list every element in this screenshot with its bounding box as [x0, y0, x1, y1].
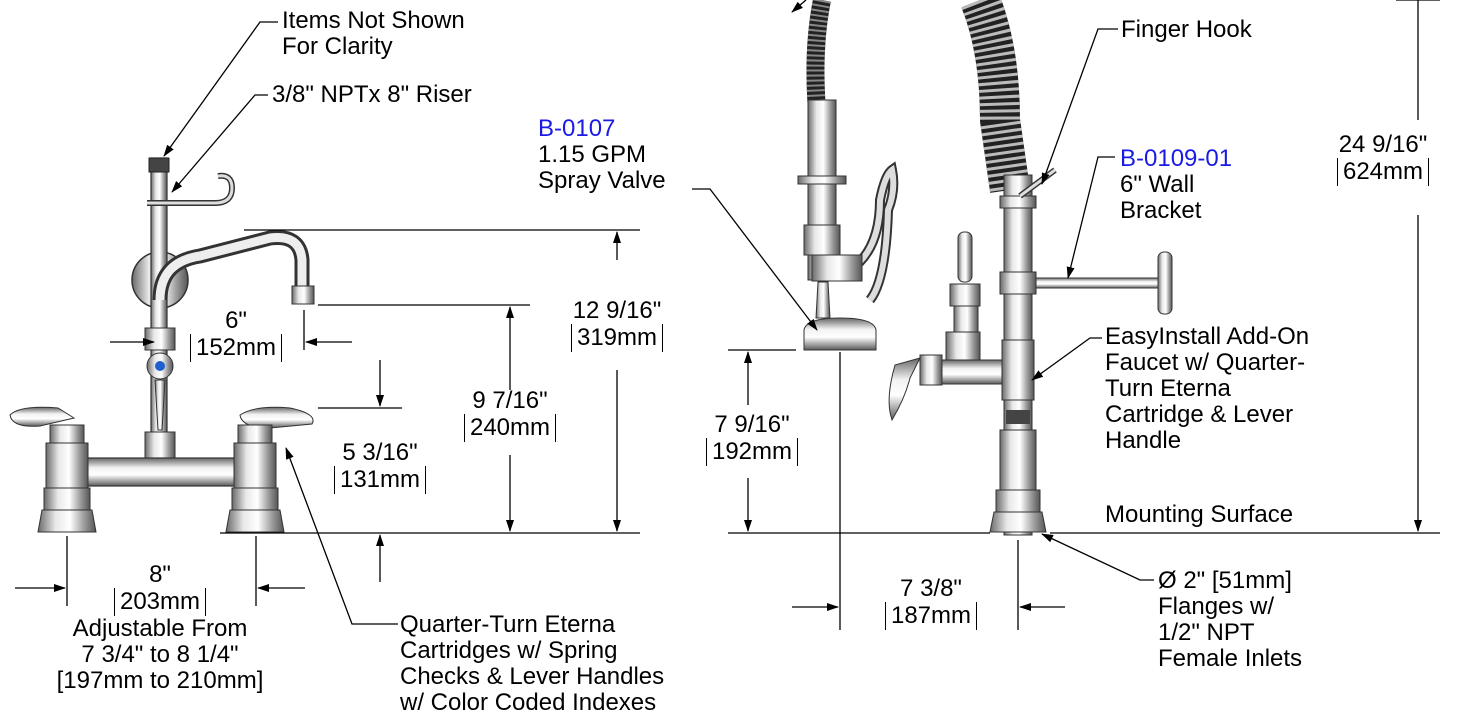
dimension-lines	[15, 0, 1440, 630]
add-on-faucet-line-1: EasyInstall Add-On	[1105, 323, 1310, 350]
dim-spray-height-in: 7 9/16"	[714, 411, 790, 438]
spray-valve-line-2: Spray Valve	[538, 167, 666, 194]
items-not-shown-label: Items Not Shown For Clarity	[282, 8, 465, 60]
cartridges-line-1: Quarter-Turn Eterna	[400, 611, 616, 638]
add-on-faucet-line-3: Turn Eterna	[1105, 375, 1231, 402]
cartridges-line-4: w/ Color Coded Indexes	[400, 689, 657, 716]
dim-outlet-height: 9 7/16" 240mm	[448, 388, 572, 442]
finger-hook-label: Finger Hook	[1121, 16, 1252, 43]
spray-valve-label: B-0107 1.15 GPM Spray Valve	[538, 116, 666, 194]
mounting-surface-label: Mounting Surface	[1105, 501, 1294, 528]
dim-outlet-height-mm: 240mm	[463, 414, 557, 442]
dim-spray-height-mm: 192mm	[705, 438, 799, 466]
dim-adjustable-line-1: Adjustable From	[72, 615, 248, 642]
dim-outlet-height-in: 9 7/16"	[472, 387, 548, 414]
dim-adjustable-line-3: [197mm to 210mm]	[56, 667, 264, 694]
add-on-faucet-line-4: Cartridge & Lever	[1105, 401, 1294, 428]
dim-spout-height: 12 9/16" 319mm	[552, 298, 682, 352]
pre-rinse-unit	[797, 0, 1173, 536]
wall-bracket-line-1: 6" Wall	[1120, 171, 1195, 198]
dim-overall-height: 24 9/16" 624mm	[1318, 132, 1448, 186]
dim-adjustable-line-2: 7 3/4" to 8 1/4"	[81, 641, 239, 668]
flanges-label: Ø 2" [51mm] Flanges w/ 1/2" NPT Female I…	[1158, 568, 1302, 672]
wall-bracket-part-number: B-0109-01	[1120, 145, 1233, 172]
add-on-faucet-line-2: Faucet w/ Quarter-	[1105, 349, 1306, 376]
cartridges-line-2: Cartridges w/ Spring	[400, 637, 618, 664]
dim-spray-height: 7 9/16" 192mm	[690, 412, 814, 466]
dim-spout-height-in: 12 9/16"	[572, 297, 662, 324]
dim-spray-reach: 7 3/8" 187mm	[866, 576, 996, 630]
dim-overall-height-in: 24 9/16"	[1338, 131, 1428, 158]
dim-centers-mm: 203mm	[113, 588, 207, 616]
dim-centers-in: 8"	[149, 561, 171, 588]
wall-bracket-line-2: Bracket	[1120, 197, 1202, 224]
items-not-shown-line-1: Items Not Shown	[282, 7, 465, 34]
leader-lines	[163, 0, 1154, 625]
dim-handle-height-mm: 131mm	[333, 466, 427, 494]
deck-mount-faucet	[9, 157, 315, 533]
dim-centers: 8" 203mm Adjustable From 7 3/4" to 8 1/4…	[30, 562, 290, 694]
flanges-line-3: 1/2" NPT	[1158, 619, 1255, 646]
dim-spray-reach-in: 7 3/8"	[900, 575, 962, 602]
dim-spout-reach-in: 6"	[225, 307, 247, 334]
spray-valve-line-1: 1.15 GPM	[538, 141, 647, 168]
items-not-shown-line-2: For Clarity	[282, 33, 393, 60]
dim-handle-height-in: 5 3/16"	[342, 439, 418, 466]
dim-overall-height-mm: 624mm	[1336, 158, 1430, 186]
wall-bracket-label: B-0109-01 6" Wall Bracket	[1120, 146, 1232, 224]
add-on-faucet-label: EasyInstall Add-On Faucet w/ Quarter- Tu…	[1105, 324, 1309, 454]
dim-spout-reach: 6" 152mm	[176, 308, 296, 362]
add-on-faucet-line-5: Handle	[1105, 427, 1182, 454]
dim-spout-reach-mm: 152mm	[189, 334, 283, 362]
riser-label: 3/8" NPTx 8" Riser	[272, 81, 472, 108]
flanges-line-1: Ø 2" [51mm]	[1158, 567, 1292, 594]
spray-valve-part-number: B-0107	[538, 115, 616, 142]
dim-handle-height: 5 3/16" 131mm	[318, 440, 442, 494]
flanges-line-2: Flanges w/	[1158, 593, 1275, 620]
dim-spray-reach-mm: 187mm	[884, 602, 978, 630]
cartridges-line-3: Checks & Lever Handles	[400, 663, 665, 690]
flanges-line-4: Female Inlets	[1158, 645, 1303, 672]
dim-spout-height-mm: 319mm	[570, 324, 664, 352]
cartridges-label: Quarter-Turn Eterna Cartridges w/ Spring…	[400, 612, 664, 716]
